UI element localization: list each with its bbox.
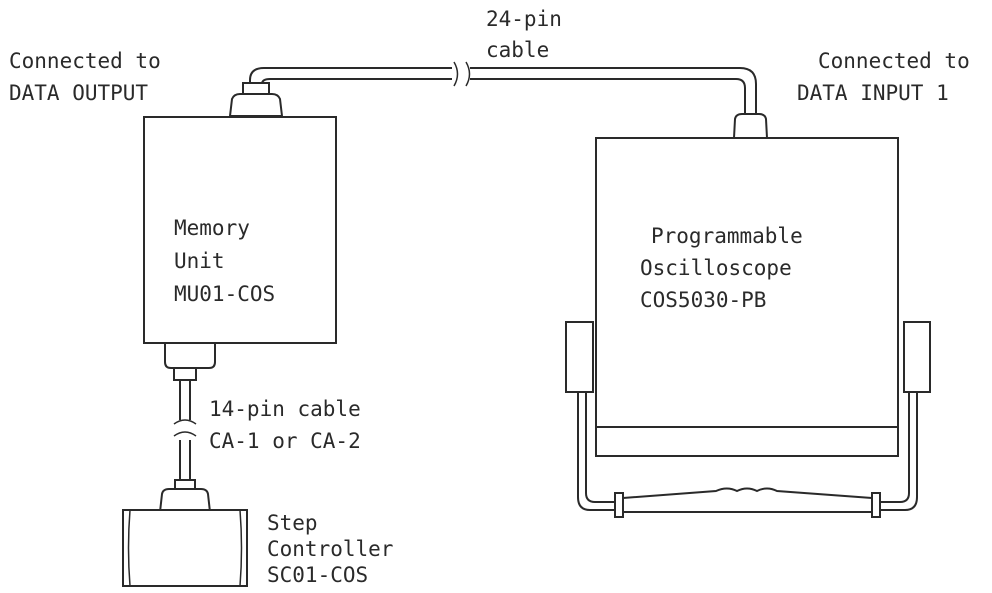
left-connection-label-line2: DATA OUTPUT (9, 81, 148, 105)
memory-unit-box (143, 116, 337, 344)
oscilloscope-body (595, 137, 899, 457)
oscilloscope-label-line2: Oscilloscope (640, 256, 792, 280)
memory-unit-label-line3: MU01-COS (174, 282, 275, 306)
right-connection-label-line2: DATA INPUT 1 (797, 81, 949, 105)
oscilloscope-label-line3: COS5030-PB (640, 288, 766, 312)
oscilloscope-connector (732, 113, 769, 139)
cable-14-label-line1: 14-pin cable (209, 397, 361, 421)
cable-24-label-line2: cable (486, 38, 549, 62)
cable-14-pin (172, 380, 198, 482)
cable-24-label-line1: 24-pin (486, 7, 562, 31)
memory-bottom-connector (164, 342, 216, 381)
step-controller-connector (158, 479, 212, 513)
memory-top-connector (228, 82, 284, 117)
memory-unit-label-line2: Unit (174, 249, 225, 273)
step-controller-box (122, 509, 248, 587)
cable-24-pin (249, 61, 757, 115)
oscilloscope-handle (565, 321, 931, 518)
cable-14-label-line2: CA-1 or CA-2 (209, 429, 361, 453)
step-controller-label-line2: Controller (267, 537, 393, 561)
step-controller-label-line1: Step (267, 511, 318, 535)
right-connection-label-line1: Connected to (818, 49, 970, 73)
memory-unit-label-line1: Memory (174, 216, 250, 240)
oscilloscope-label-line1: Programmable (651, 224, 803, 248)
left-connection-label-line1: Connected to (9, 49, 161, 73)
step-controller-label-line3: SC01-COS (267, 563, 368, 587)
